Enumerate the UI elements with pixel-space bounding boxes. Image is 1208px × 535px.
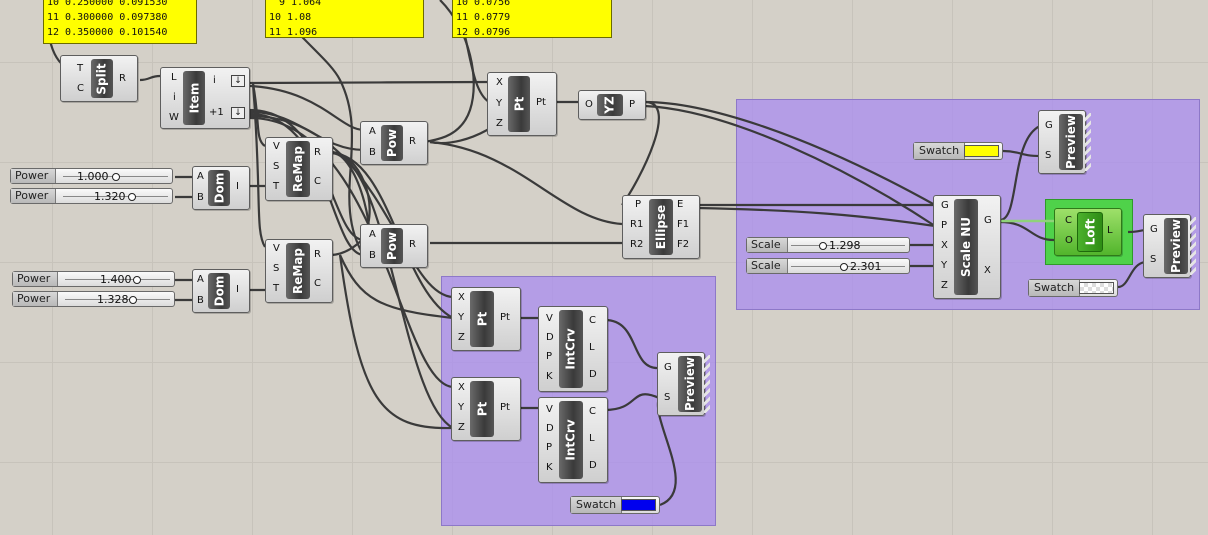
domain-component-2[interactable]: A B Dom I <box>192 269 250 313</box>
loft-component[interactable]: C O Loft L <box>1054 208 1122 256</box>
color-chip[interactable] <box>964 145 999 157</box>
scale-nu-component[interactable]: G P X Y Z Scale NU G X <box>933 195 1001 299</box>
remap-component-1[interactable]: V S T ReMap R C <box>265 137 333 201</box>
scale-slider-1[interactable]: Scale 1.298 <box>746 237 910 253</box>
pt-top-component[interactable]: X Y Z Pt Pt <box>487 72 557 136</box>
preview-component-2[interactable]: G S Preview <box>1143 214 1196 278</box>
color-chip[interactable] <box>621 499 656 511</box>
pt-component-a[interactable]: X Y Z Pt Pt <box>451 287 521 351</box>
wrap-down-icon[interactable]: ↓ <box>231 107 245 119</box>
pow-component-1[interactable]: A B Pow R <box>360 121 428 165</box>
panel-3[interactable]: 10 0.0756 11 0.0779 12 0.0796 <box>452 0 612 38</box>
pt-component-b[interactable]: X Y Z Pt Pt <box>451 377 521 441</box>
preview-component-3[interactable]: G S Preview <box>657 352 710 416</box>
remap-component-2[interactable]: V S T ReMap R C <box>265 239 333 303</box>
split-title: Split <box>95 62 110 95</box>
item-component[interactable]: L i W Item i +1 ↓ ↓ <box>160 67 250 129</box>
color-chip[interactable] <box>1079 282 1114 294</box>
panel-2[interactable]: 9 1.064 10 1.08 11 1.096 <box>265 0 424 38</box>
power-slider-1[interactable]: Power 1.000 <box>10 168 173 184</box>
pow-component-2[interactable]: A B Pow R <box>360 224 428 268</box>
power-slider-4[interactable]: Power 1.328 <box>12 291 175 307</box>
power-slider-3[interactable]: Power 1.400 <box>12 271 175 287</box>
swatch-white[interactable]: Swatch <box>1028 279 1118 297</box>
wrap-down-icon[interactable]: ↓ <box>231 75 245 87</box>
ellipse-component[interactable]: P R1 R2 Ellipse E F1 F2 <box>622 195 700 259</box>
intcrv-component-a[interactable]: V D P K IntCrv C L D <box>538 306 608 392</box>
split-component[interactable]: T C Split R <box>60 55 138 102</box>
scale-slider-2[interactable]: Scale 2.301 <box>746 258 910 274</box>
power-slider-2[interactable]: Power 1.320 <box>10 188 173 204</box>
swatch-blue[interactable]: Swatch <box>570 496 660 514</box>
swatch-yellow[interactable]: Swatch <box>913 142 1003 160</box>
panel-1[interactable]: 10 0.250000 0.091530 11 0.300000 0.09738… <box>43 0 197 44</box>
intcrv-component-b[interactable]: V D P K IntCrv C L D <box>538 397 608 483</box>
yz-plane-component[interactable]: O YZ P <box>578 90 646 120</box>
domain-component-1[interactable]: A B Dom I <box>192 166 250 210</box>
preview-component-1[interactable]: G S Preview <box>1038 110 1091 174</box>
